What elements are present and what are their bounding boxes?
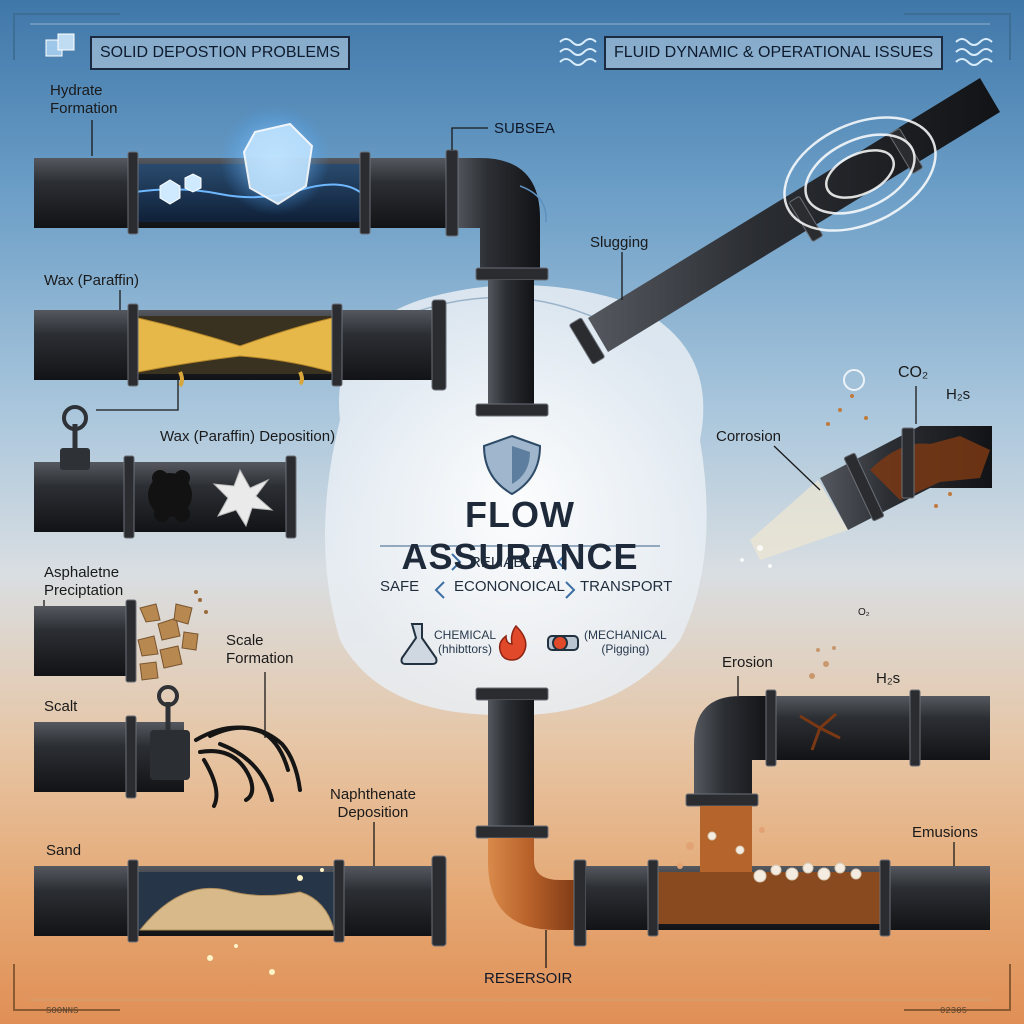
cube-icon [45, 33, 75, 57]
label-transport: TRANSPORT [580, 578, 673, 595]
flame-icon [498, 624, 527, 661]
label-naphthenate-deposition: Naphthenate Deposition [330, 786, 416, 821]
label-asphaltene-precipitation: Asphaletne Preciptation [44, 564, 124, 599]
chevron-icons [434, 553, 576, 599]
label-erosion: Erosion [722, 654, 773, 671]
label-scalt: Scalt [44, 698, 78, 715]
frame-corner-br [904, 964, 1011, 1011]
label-wax-paraffin: Wax (Paraffin) [44, 272, 140, 289]
emulsion-pipe [586, 806, 990, 937]
leader-lines [43, 120, 955, 968]
wave-icon-right [955, 38, 993, 66]
label-reservoir: RESERSOIR [484, 970, 573, 987]
header-solid-deposition: SOLID DEPOSTION PROBLEMS [90, 36, 351, 70]
wave-icon-left [559, 38, 597, 66]
label-safe: SAFE [380, 578, 420, 595]
label-h2s-top: H₂s [946, 386, 971, 403]
label-corrosion: Corrosion [716, 428, 782, 445]
label-subsea: SUBSEA [494, 120, 555, 137]
erosion-pipe [685, 646, 990, 807]
frame-corner-bl [13, 964, 120, 1011]
reservoir-pipe [475, 687, 587, 947]
label-wax-deposition: Wax (Paraffin) Deposition) [160, 428, 336, 445]
wax-pipe [34, 299, 447, 391]
hydrate-pipe [34, 105, 549, 417]
center-oval [325, 285, 707, 716]
sand-pipe [34, 855, 447, 975]
frame-corner-tr [904, 13, 1011, 60]
hydrate-crystal-icon [242, 122, 314, 206]
label-slugging: Slugging [590, 234, 649, 251]
label-chemical-inhibitors: CHEMICAL (hhibttors) [434, 628, 497, 656]
label-sand: Sand [46, 842, 82, 859]
label-o2: O₂ [858, 607, 870, 618]
label-co2: CO₂ [898, 364, 929, 381]
asphaltene-pipe [34, 405, 297, 539]
footer-left: SOONNS [46, 1006, 79, 1016]
scale-pipe [34, 590, 208, 683]
shield-icon [482, 434, 542, 496]
turbulence-swirl-icon [783, 116, 937, 232]
corrosion-pipe [740, 369, 992, 568]
label-reliable: RELIABLE [470, 554, 542, 571]
label-mechanical-pigging: (MECHANICAL (Pigging) [584, 628, 667, 656]
flow-assurance-title: FLOW ASSURANCE [401, 494, 639, 577]
scalt-pipe [34, 685, 302, 808]
frame-corner-tl [13, 13, 120, 60]
header-fluid-dynamic: FLUID DYNAMIC & OPERATIONAL ISSUES [604, 36, 944, 70]
label-scale-formation: Scale Formation [226, 632, 294, 667]
label-economical: ECONONOICAL [454, 578, 565, 595]
footer-right: 02305 [940, 1006, 968, 1016]
valve-wheel-icon [62, 405, 88, 431]
slugging-pipe [569, 78, 1000, 365]
label-emulsions: Emusions [912, 824, 978, 841]
label-hydrate-formation: Hydrate Formation [50, 82, 118, 117]
label-h2s-bottom: H₂s [876, 670, 901, 687]
flask-icon [400, 623, 438, 665]
pig-tool-icon [547, 635, 579, 651]
